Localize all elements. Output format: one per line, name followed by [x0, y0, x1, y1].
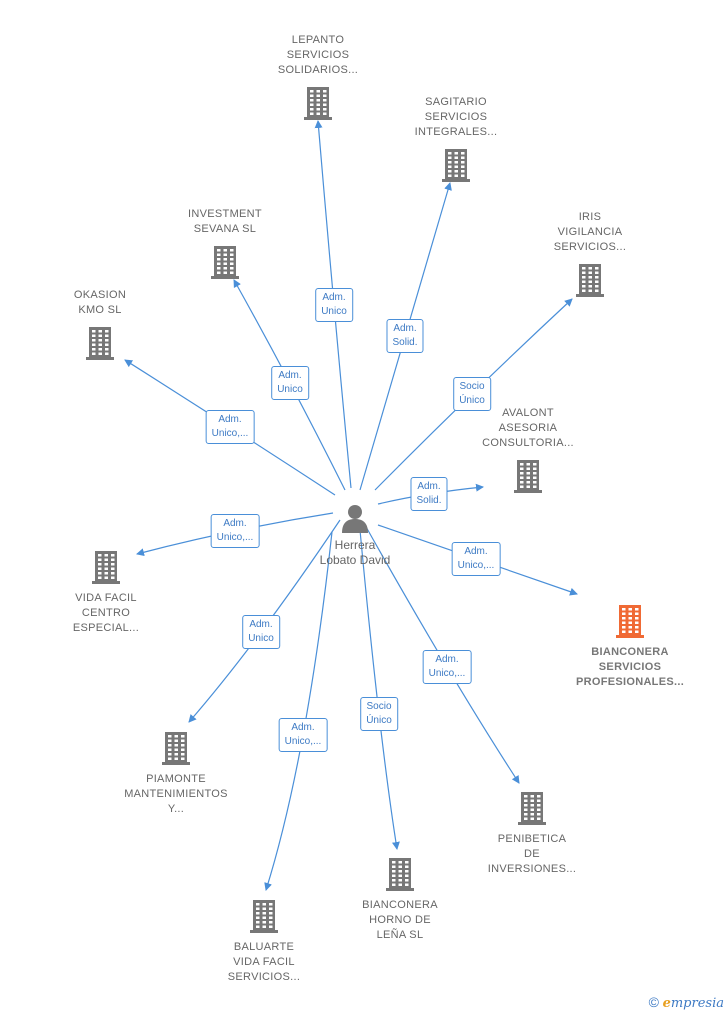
building-icon: [86, 327, 114, 360]
building-icon: [304, 87, 332, 120]
role-badge-bianconera-sp[interactable]: Adm. Unico,...: [451, 542, 501, 576]
role-badge-piamonte[interactable]: Adm. Unico: [242, 615, 280, 649]
company-label: INVESTMENT SEVANA SL: [188, 208, 262, 235]
role-badge-penibetica[interactable]: Adm. Unico,...: [422, 650, 472, 684]
company-label: VIDA FACIL CENTRO ESPECIAL...: [72, 592, 140, 634]
building-icon: [386, 858, 414, 891]
company-label: PENIBETICA DE INVERSIONES...: [487, 833, 577, 875]
company-node-avalont[interactable]: AVALONT ASESORIA CONSULTORIA...: [448, 406, 608, 493]
copyright-symbol: ©: [648, 994, 659, 1010]
company-node-investment[interactable]: INVESTMENT SEVANA SL: [145, 207, 305, 279]
company-node-vidafacil[interactable]: VIDA FACIL CENTRO ESPECIAL...: [26, 550, 186, 636]
company-node-iris[interactable]: IRIS VIGILANCIA SERVICIOS...: [510, 210, 670, 297]
building-icon: [514, 460, 542, 493]
company-label: PIAMONTE MANTENIMIENTOS Y...: [124, 773, 228, 815]
building-icon: [442, 149, 470, 182]
company-node-baluarte[interactable]: BALUARTE VIDA FACIL SERVICIOS...: [184, 899, 344, 985]
company-node-bianconera-horno[interactable]: BIANCONERA HORNO DE LEÑA SL: [320, 857, 480, 943]
company-label: LEPANTO SERVICIOS SOLIDARIOS...: [277, 34, 359, 76]
company-label: OKASION KMO SL: [73, 289, 127, 316]
role-badge-bianconera-horno[interactable]: Socio Único: [360, 697, 398, 731]
person-node[interactable]: Herrera Lobato David: [315, 503, 395, 568]
company-label: AVALONT ASESORIA CONSULTORIA...: [482, 407, 574, 449]
building-icon: [576, 264, 604, 297]
role-badge-investment[interactable]: Adm. Unico: [271, 366, 309, 400]
edge-bianconera-horno: [359, 529, 400, 850]
company-node-bianconera-sp[interactable]: BIANCONERA SERVICIOS PROFESIONALES...: [550, 604, 710, 690]
role-badge-baluarte[interactable]: Adm. Unico,...: [278, 718, 328, 752]
company-node-sagitario[interactable]: SAGITARIO SERVICIOS INTEGRALES...: [376, 95, 536, 182]
company-node-penibetica[interactable]: PENIBETICA DE INVERSIONES...: [452, 791, 612, 877]
building-icon: [162, 732, 190, 765]
company-label: BALUARTE VIDA FACIL SERVICIOS...: [227, 941, 301, 983]
building-icon: [92, 551, 120, 584]
brand-name: mpresia: [670, 996, 724, 1011]
company-label: BIANCONERA SERVICIOS PROFESIONALES...: [575, 646, 685, 688]
company-label: IRIS VIGILANCIA SERVICIOS...: [553, 211, 627, 253]
building-icon: [211, 246, 239, 279]
building-icon: [518, 792, 546, 825]
person-name: Herrera Lobato David: [319, 538, 391, 567]
role-badge-vidafacil[interactable]: Adm. Unico,...: [210, 514, 260, 548]
company-label: BIANCONERA HORNO DE LEÑA SL: [362, 899, 438, 941]
footer-brand: © empresia: [649, 994, 724, 1011]
role-badge-lepanto[interactable]: Adm. Unico: [315, 288, 353, 322]
person-icon: [342, 505, 368, 533]
edge-baluarte: [264, 531, 333, 891]
building-icon: [616, 605, 644, 638]
company-node-okasion[interactable]: OKASION KMO SL: [20, 288, 180, 360]
company-node-lepanto[interactable]: LEPANTO SERVICIOS SOLIDARIOS...: [238, 33, 398, 120]
role-badge-sagitario[interactable]: Adm. Solid.: [386, 319, 424, 353]
brand-initial: e: [662, 996, 671, 1011]
company-label: SAGITARIO SERVICIOS INTEGRALES...: [414, 96, 498, 138]
role-badge-okasion[interactable]: Adm. Unico,...: [205, 410, 255, 444]
company-node-piamonte[interactable]: PIAMONTE MANTENIMIENTOS Y...: [96, 731, 256, 817]
role-badge-iris[interactable]: Socio Único: [453, 377, 491, 411]
role-badge-avalont[interactable]: Adm. Solid.: [410, 477, 448, 511]
building-icon: [250, 900, 278, 933]
